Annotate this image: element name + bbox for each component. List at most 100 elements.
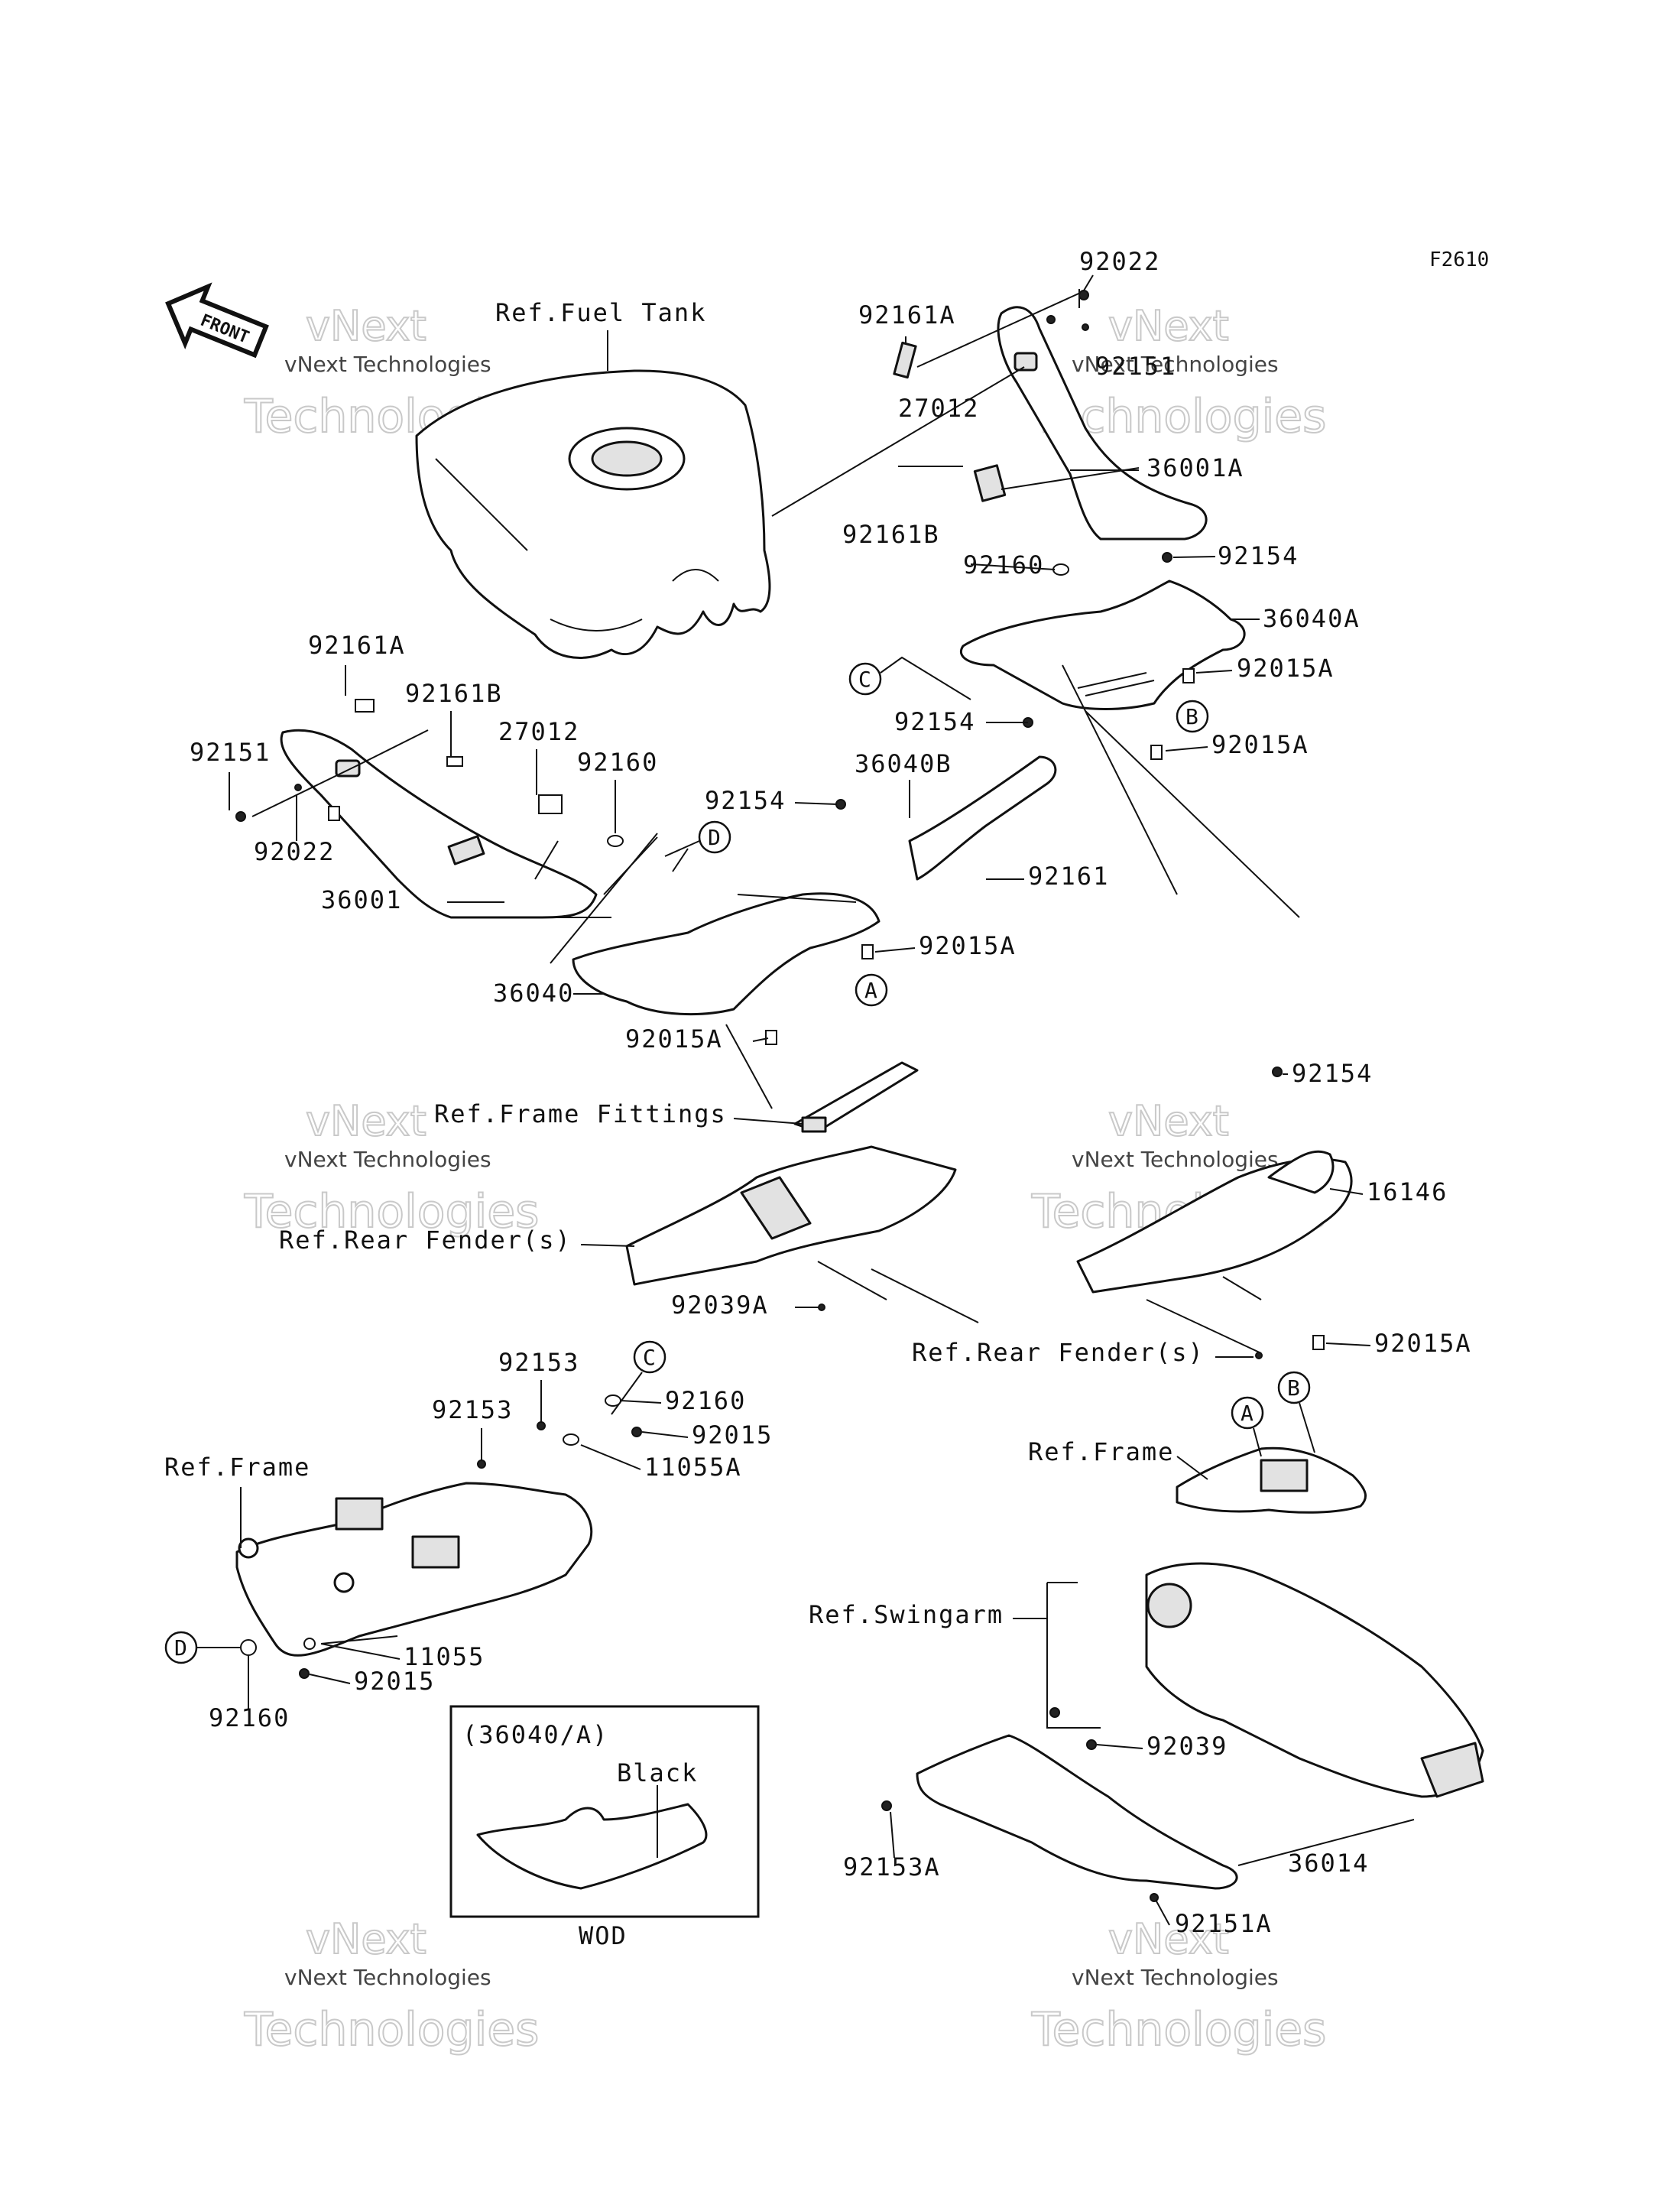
svg-text:D: D bbox=[174, 1635, 187, 1661]
part-92151A: 92151A bbox=[1175, 1909, 1273, 1938]
fuel-tank-drawing bbox=[415, 369, 771, 659]
figure-code: F2610 bbox=[1429, 248, 1489, 271]
rear-fender-left-drawing bbox=[625, 1145, 957, 1286]
svg-text:B: B bbox=[1185, 704, 1198, 729]
part-92161B-left: 92161B bbox=[405, 679, 503, 708]
svg-text:vNext Technologies: vNext Technologies bbox=[284, 1147, 491, 1172]
rear-fender-right-drawing bbox=[1076, 1150, 1353, 1294]
part-92015-2: 92015 bbox=[354, 1667, 435, 1696]
ref-frame-right-label: Ref.Frame bbox=[1028, 1437, 1174, 1466]
part-92015A-4: 92015A bbox=[625, 1024, 723, 1054]
part-92154-2: 92154 bbox=[894, 707, 975, 736]
callout-D-lower: D bbox=[164, 1631, 245, 1664]
frame-left-drawing bbox=[235, 1482, 593, 1657]
front-arrow-icon: FRONT bbox=[165, 282, 269, 359]
svg-text:vNext: vNext bbox=[306, 1915, 426, 1963]
callout-B-upper: B bbox=[1176, 700, 1209, 733]
ref-frame-left-label: Ref.Frame bbox=[164, 1453, 310, 1482]
callout-B-lower: B bbox=[1277, 1371, 1315, 1453]
fastener-markers bbox=[235, 290, 1325, 1902]
bracket-36040B-drawing bbox=[908, 755, 1057, 881]
part-11055A: 11055A bbox=[644, 1453, 742, 1482]
part-27012-left: 27012 bbox=[498, 717, 579, 746]
chain-guard-36014-drawing bbox=[916, 1734, 1238, 1890]
side-cover-36001A-drawing bbox=[893, 306, 1208, 541]
part-92160-4: 92160 bbox=[209, 1703, 290, 1732]
ref-rear-fender-left-label: Ref.Rear Fender(s) bbox=[279, 1226, 572, 1255]
part-92161A-top: 92161A bbox=[858, 300, 956, 330]
svg-text:vNext Technologies: vNext Technologies bbox=[284, 352, 491, 377]
callout-C-lower: C bbox=[611, 1340, 666, 1415]
svg-text:A: A bbox=[1241, 1401, 1254, 1426]
part-92015A-1: 92015A bbox=[1237, 654, 1335, 683]
part-92161: 92161 bbox=[1028, 862, 1109, 891]
svg-text:A: A bbox=[864, 978, 877, 1003]
part-92154-4: 92154 bbox=[1292, 1059, 1373, 1088]
part-36040: 36040 bbox=[493, 979, 574, 1008]
part-36040A: 36040A bbox=[1263, 604, 1361, 633]
part-92151-top: 92151 bbox=[1095, 352, 1176, 381]
svg-text:Technologies: Technologies bbox=[244, 2003, 539, 2057]
svg-text:vNext Technologies: vNext Technologies bbox=[284, 1965, 491, 1990]
side-cover-36001-drawing bbox=[280, 729, 598, 919]
part-11055: 11055 bbox=[404, 1642, 485, 1671]
part-92153-2: 92153 bbox=[432, 1395, 513, 1424]
seat-cowl-36040-drawing bbox=[572, 892, 881, 1016]
part-92154-3: 92154 bbox=[705, 786, 786, 815]
svg-text:vNext Technologies: vNext Technologies bbox=[1072, 1147, 1279, 1172]
svg-text:Technologies: Technologies bbox=[1031, 2003, 1326, 2057]
part-36001: 36001 bbox=[321, 885, 402, 914]
part-92160-left: 92160 bbox=[577, 748, 658, 777]
part-number-labels: 92022 92161A 92151 27012 36001A 92161B 9… bbox=[190, 247, 1472, 1938]
watermark-mid-left: vNext Technologies vNext Technologies bbox=[243, 1096, 540, 1239]
watermark-top-right: vNext Technologies vNext Technologies bbox=[1030, 301, 1327, 444]
ref-swingarm-label: Ref.Swingarm bbox=[809, 1600, 1004, 1629]
ref-fuel-tank-label: Ref.Fuel Tank bbox=[495, 298, 706, 327]
svg-text:vNext: vNext bbox=[306, 1097, 426, 1145]
svg-text:Technologies: Technologies bbox=[244, 1185, 539, 1239]
part-92022-top: 92022 bbox=[1079, 247, 1160, 276]
watermark-bottom-left: vNext Technologies vNext Technologies bbox=[243, 1914, 540, 2057]
part-92160-3: 92160 bbox=[665, 1386, 746, 1415]
part-92039A: 92039A bbox=[671, 1291, 769, 1320]
svg-text:vNext: vNext bbox=[1108, 1097, 1229, 1145]
svg-text:B: B bbox=[1287, 1375, 1300, 1401]
svg-text:vNext: vNext bbox=[306, 302, 426, 350]
callout-D-upper: D bbox=[664, 820, 731, 857]
part-92153-1: 92153 bbox=[498, 1348, 579, 1377]
frame-fittings-drawing bbox=[793, 1061, 919, 1133]
swingarm-drawing bbox=[1145, 1562, 1484, 1798]
part-leader-lines bbox=[229, 289, 1371, 1926]
part-92161A-left: 92161A bbox=[308, 631, 406, 660]
svg-text:C: C bbox=[643, 1345, 656, 1370]
part-92154-top: 92154 bbox=[1218, 541, 1299, 570]
svg-text:vNext Technologies: vNext Technologies bbox=[1072, 352, 1279, 377]
svg-text:C: C bbox=[858, 667, 871, 692]
part-16146: 16146 bbox=[1367, 1177, 1448, 1206]
seat-cowl-36040A-drawing bbox=[960, 580, 1246, 710]
part-92015-1: 92015 bbox=[692, 1420, 773, 1450]
svg-text:D: D bbox=[708, 825, 721, 850]
callout-C-upper: C bbox=[848, 656, 971, 700]
part-36040B: 36040B bbox=[855, 749, 952, 778]
part-92015A-3: 92015A bbox=[919, 931, 1017, 960]
ref-frame-fittings-label: Ref.Frame Fittings bbox=[434, 1099, 727, 1128]
part-92039: 92039 bbox=[1146, 1732, 1228, 1761]
watermark-bottom-right: vNext Technologies vNext Technologies bbox=[1030, 1914, 1327, 2057]
part-92015A-2: 92015A bbox=[1211, 730, 1309, 759]
callout-A-lower: A bbox=[1231, 1396, 1264, 1457]
part-92015A-5: 92015A bbox=[1374, 1329, 1472, 1358]
callout-A-upper: A bbox=[855, 973, 888, 1007]
part-92151-left: 92151 bbox=[190, 738, 271, 767]
part-36001A: 36001A bbox=[1146, 453, 1244, 482]
svg-text:vNext Technologies: vNext Technologies bbox=[1072, 1965, 1279, 1990]
color-variant-inset: (36040/A) Black WOD bbox=[449, 1705, 760, 1950]
part-92153A: 92153A bbox=[843, 1852, 941, 1881]
part-36014: 36014 bbox=[1288, 1849, 1369, 1878]
part-92022-left: 92022 bbox=[254, 837, 335, 866]
part-92161B-top: 92161B bbox=[842, 520, 940, 549]
ref-rear-fender-right-label: Ref.Rear Fender(s) bbox=[912, 1338, 1205, 1367]
inset-color-label: Black bbox=[617, 1758, 698, 1787]
frame-right-drawing bbox=[1176, 1446, 1367, 1514]
